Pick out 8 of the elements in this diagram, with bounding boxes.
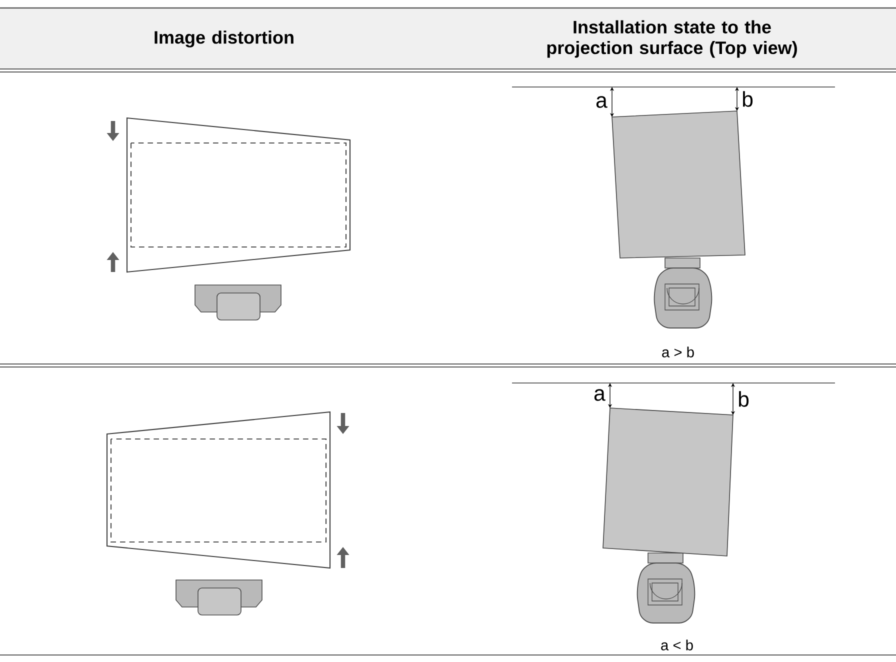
header-cell: Image distortion: [0, 9, 448, 68]
dimension-label: b: [742, 91, 753, 107]
dimension-label: a: [594, 389, 606, 401]
dimension-label: b: [738, 391, 749, 407]
header-cell: Installation state to the projection surface (Top view): [448, 9, 896, 68]
caption-text: a > b: [662, 346, 694, 358]
dimension-label: a: [596, 96, 608, 108]
caption-text: a < b: [661, 640, 693, 650]
